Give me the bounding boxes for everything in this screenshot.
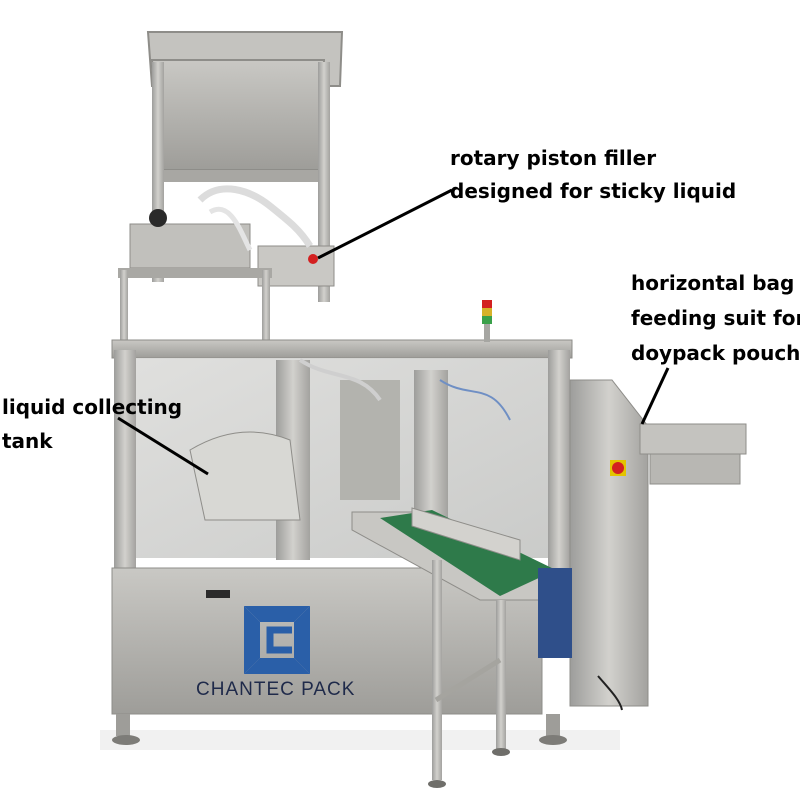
tank-pointer [117,416,209,476]
piston-filler [118,185,335,340]
output-conveyor [351,507,572,788]
filler-annotation: rotary piston filler designed for sticky… [450,142,736,208]
bag-feeding-annotation-line-3: doypack pouch [631,341,800,365]
tank-annotation: liquid collecting tank [2,390,182,458]
tank-annotation-line-1: liquid collecting [2,395,183,419]
status-beacon [482,300,492,342]
bag-feeding-pointer [640,367,670,425]
bag-feeding-annotation-line-2: feeding suit for [631,306,800,330]
bag-feeding-annotation-line-1: horizontal bag [631,271,795,295]
tank-annotation-line-2: tank [2,429,53,453]
floor-shadow [100,730,620,750]
filler-annotation-line-1: rotary piston filler [450,146,657,170]
annotation-pointers [117,188,670,476]
bag-feeding-cabinet [569,379,747,711]
chantec-logo [244,606,310,674]
bag-feeding-annotation: horizontal bag feeding suit for doypack … [631,266,800,371]
brand-name: CHANTEC PACK [196,679,356,700]
filler-annotation-line-2: designed for sticky liquid [450,179,737,203]
filler-pointer [317,188,453,260]
main-enclosure [111,339,573,570]
